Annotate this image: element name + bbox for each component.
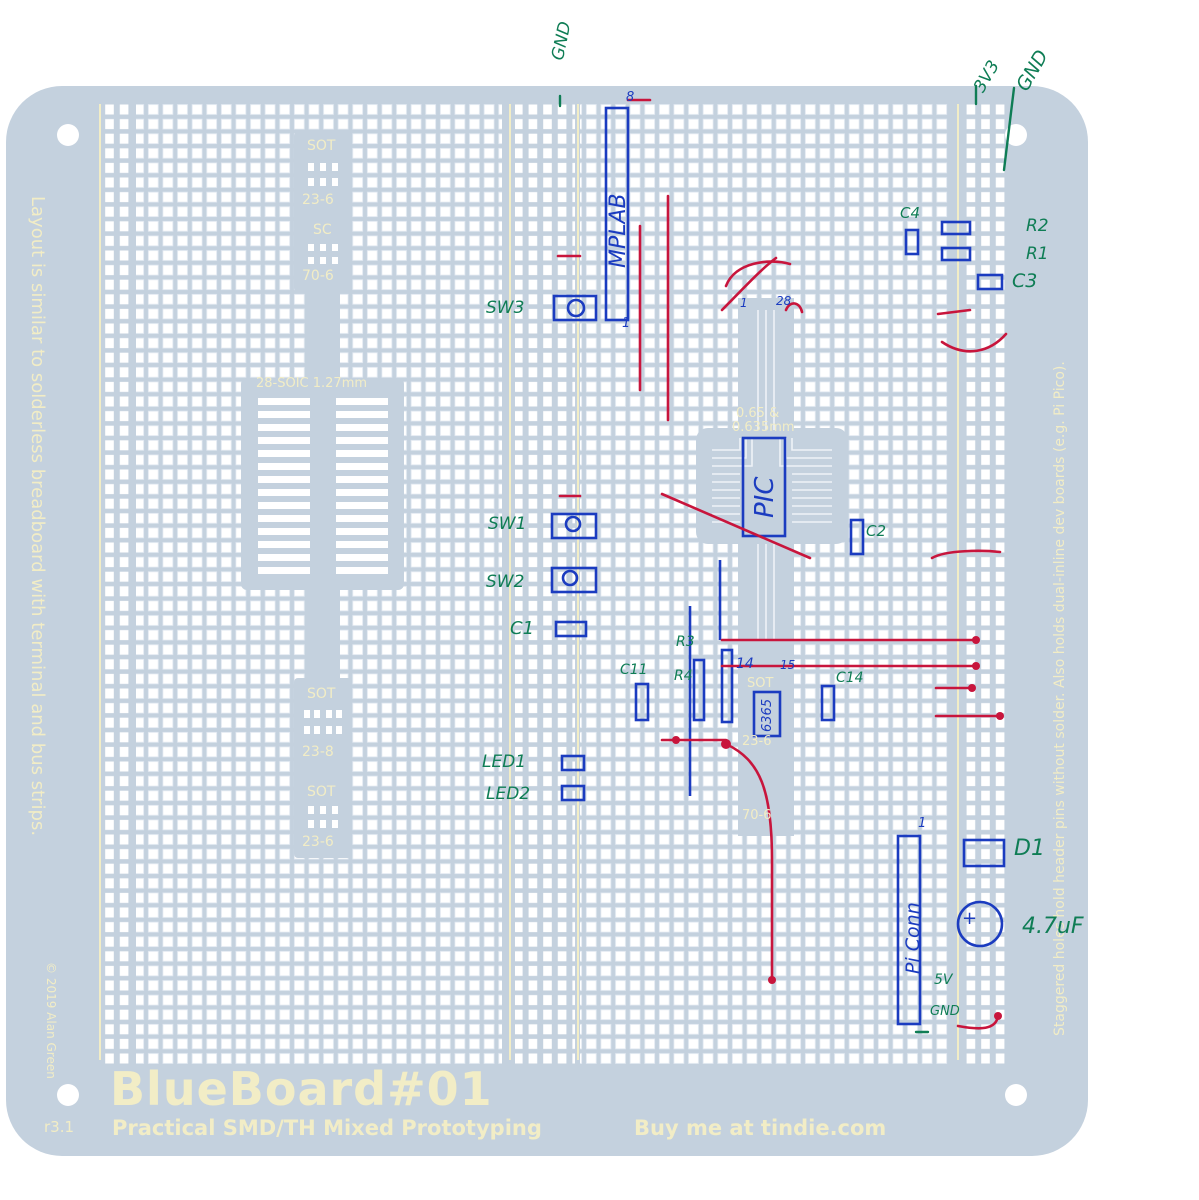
pin28-label: 28 xyxy=(776,294,792,308)
c14-label: C14 xyxy=(836,670,864,686)
fp-tssop-b: 0.635mm xyxy=(732,420,795,435)
pin1-label: 1 xyxy=(740,296,748,310)
led1-outline xyxy=(560,754,586,772)
ic-label: 6365 xyxy=(760,698,775,732)
r4-label: R4 xyxy=(674,668,693,684)
mounting-hole-tl xyxy=(57,124,79,146)
mounting-hole-tr xyxy=(1005,124,1027,146)
copyright-text: © 2019 Alan Green xyxy=(44,962,58,1079)
cap-outline xyxy=(956,900,1004,948)
r3-label: R3 xyxy=(676,634,695,650)
fp-sot-mid-b: 23-6 xyxy=(742,734,772,749)
c4-outline xyxy=(904,228,920,256)
led2-label: LED2 xyxy=(486,784,531,804)
fp-sc-top-a: SC xyxy=(313,222,332,238)
fp-sc-top-b: 70-6 xyxy=(302,268,334,284)
pi-conn-outline xyxy=(896,834,922,1026)
green-ink xyxy=(558,84,1016,1034)
gnd-pi-label: GND xyxy=(930,1004,960,1019)
fp-sc-mid-b: 70-6 xyxy=(742,808,772,823)
d1-outline xyxy=(962,838,1006,868)
mounting-hole-br xyxy=(1005,1084,1027,1106)
red-dots xyxy=(672,636,1004,1020)
left-side-text: Layout is similar to solderless breadboa… xyxy=(27,196,48,837)
sot-pads xyxy=(304,163,342,828)
sw3-label: SW3 xyxy=(486,298,525,318)
fp-sot-bot1-a: SOT xyxy=(307,686,336,702)
r2-label: R2 xyxy=(1026,216,1049,236)
cap-label: 4.7uF xyxy=(1022,914,1084,939)
fp-sot-bot2-a: SOT xyxy=(307,784,336,800)
led1-label: LED1 xyxy=(482,752,527,772)
pi-pin1-label: 1 xyxy=(918,816,927,831)
sw1-label: SW1 xyxy=(488,514,527,534)
mplab-pin1: 1 xyxy=(622,316,631,331)
buy-link[interactable]: Buy me at tindie.com xyxy=(634,1116,887,1140)
board-subtitle: Practical SMD/TH Mixed Prototyping xyxy=(112,1116,542,1140)
r2-outline xyxy=(940,220,972,236)
mplab-label: MPLAB xyxy=(606,193,631,268)
tssop-traces xyxy=(712,310,832,640)
c11-label: C11 xyxy=(620,662,648,678)
c3-label: C3 xyxy=(1012,270,1038,292)
c4-label: C4 xyxy=(900,204,921,222)
pic-outline xyxy=(741,436,787,538)
r4-outline xyxy=(692,658,706,722)
fp-sot-bot1-b: 23-8 xyxy=(302,744,334,760)
soic-pads xyxy=(258,398,388,574)
pic-label: PIC xyxy=(750,476,780,518)
hole-grid-left-bus xyxy=(104,104,134,1064)
fp-sot-bot2-b: 23-6 xyxy=(302,834,334,850)
mounting-hole-bl xyxy=(57,1084,79,1106)
c3-outline xyxy=(976,273,1004,291)
cap-plus-label: + xyxy=(962,908,978,929)
r3-outline xyxy=(720,648,734,724)
pi-conn-label: Pi Conn xyxy=(902,902,924,974)
red-ink xyxy=(556,98,1008,1030)
sw3-outline xyxy=(552,294,598,322)
mplab-pin8: 8 xyxy=(626,90,635,105)
led2-outline xyxy=(560,784,586,802)
c11-outline xyxy=(634,682,650,722)
pin14-label: 14 xyxy=(736,656,754,672)
bus-silk-lines xyxy=(99,104,959,1060)
fp-soic: 28-SOIC 1.27mm xyxy=(256,376,368,391)
r1-label: R1 xyxy=(1026,244,1049,264)
board-title: BlueBoard#01 xyxy=(110,1062,493,1116)
d1-label: D1 xyxy=(1014,836,1045,861)
revision-label: r3.1 xyxy=(44,1118,75,1136)
mplab-header xyxy=(604,106,630,322)
blue-ink xyxy=(550,106,1006,1026)
sw2-label: SW2 xyxy=(486,572,525,592)
fp-sot-top-a: SOT xyxy=(307,138,336,154)
c14-outline xyxy=(820,684,836,722)
fp-tssop-a: 0.65 & xyxy=(736,406,780,421)
v5-label: 5V xyxy=(934,972,953,988)
c2-outline xyxy=(849,518,865,556)
sw2-outline xyxy=(550,566,598,594)
c1-outline xyxy=(554,620,588,638)
pin15-label: 15 xyxy=(780,658,796,672)
fp-sot-mid-a: SOT xyxy=(747,676,774,691)
fp-sot-top-b: 23-6 xyxy=(302,192,334,208)
c1-label: C1 xyxy=(510,618,535,639)
sw1-outline xyxy=(550,512,598,540)
ic-outline xyxy=(752,690,782,738)
r1-outline xyxy=(940,246,972,262)
c2-label: C2 xyxy=(866,522,887,540)
